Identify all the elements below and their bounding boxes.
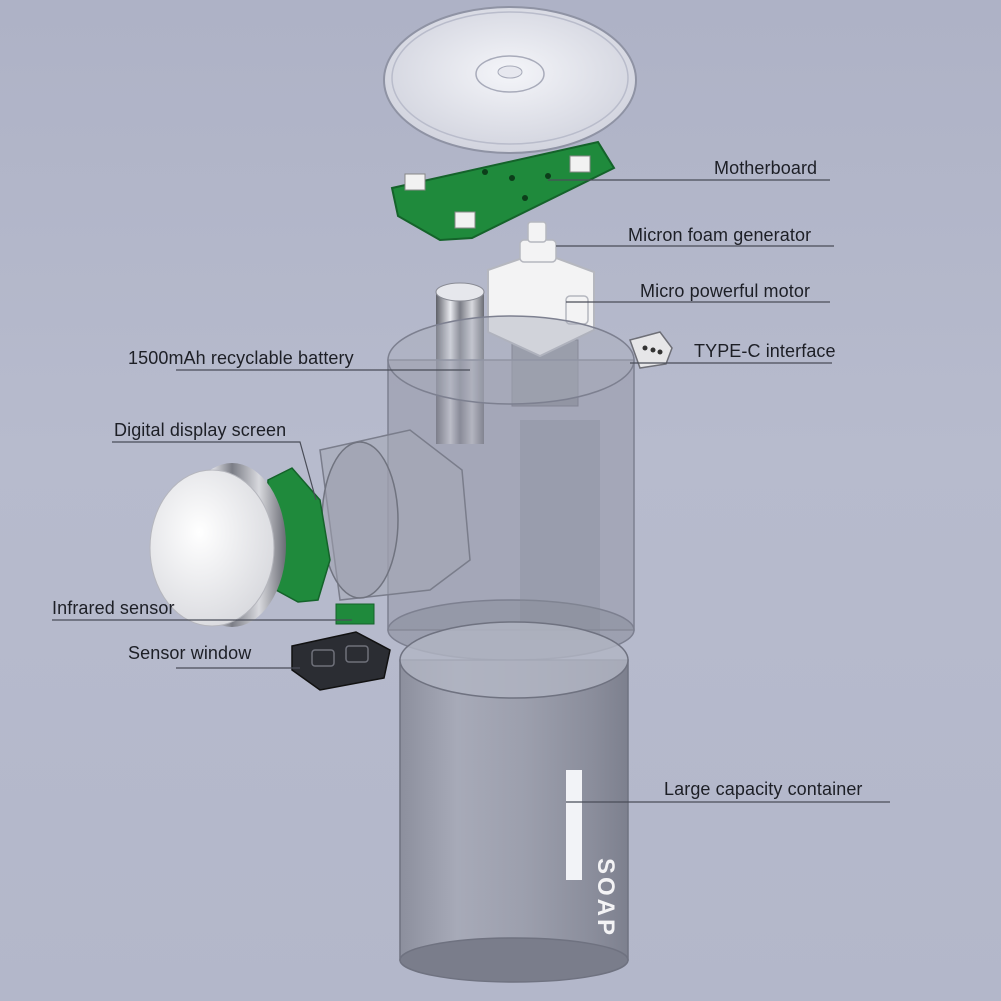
container-text: SOAP [592,858,619,938]
lid [383,6,637,154]
label-battery: 1500mAh recyclable battery [128,348,354,368]
side-tube [319,429,471,601]
typec-connector [629,331,673,369]
label-typec: TYPE-C interface [694,341,836,361]
leader-lines [52,179,890,803]
label-infrared: Infrared sensor [52,598,175,618]
infrared-sensor-board [335,603,375,625]
label-container: Large capacity container [664,779,863,799]
label-motor: Micro powerful motor [640,281,811,301]
display-face [149,463,286,627]
label-foam-generator: Micron foam generator [628,225,812,245]
motherboard-pcb [390,140,616,242]
label-display: Digital display screen [114,420,287,440]
container [399,621,629,983]
label-motherboard: Motherboard [714,158,818,178]
leader-display [112,441,317,501]
sensor-window [291,631,391,691]
label-sensor-window: Sensor window [128,643,252,663]
